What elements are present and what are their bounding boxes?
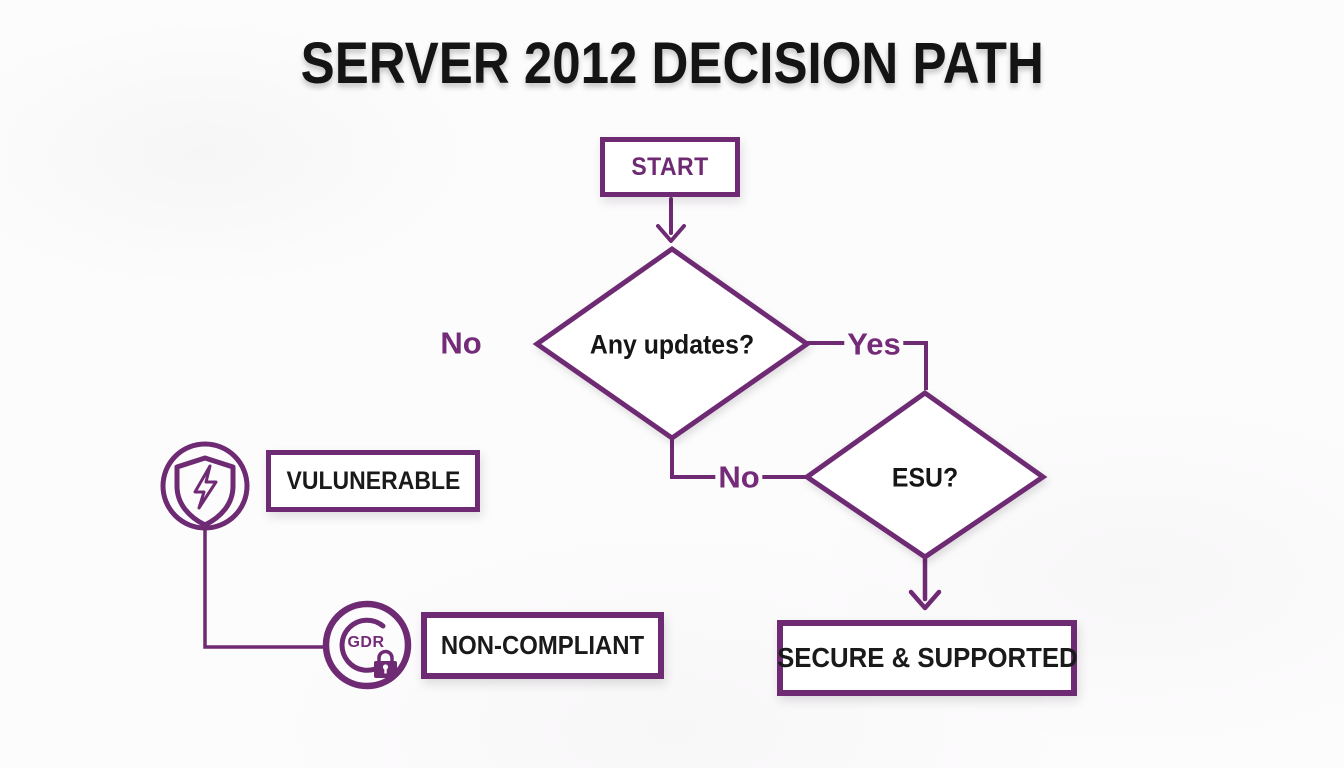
edge-shield-to-gdr [203,529,324,649]
any-updates-label: Any updates? [589,329,755,360]
start-node-label: START [631,152,709,181]
edge-label-no-to-esu: No [715,461,763,493]
gdr-lock-icon [322,600,412,690]
edge-label-yes: Yes [844,328,904,360]
header: SERVER 2012 DECISION PATH [0,30,1344,97]
gdr-icon-label: GDR [347,634,385,651]
edge-label-no-left: No [440,325,482,361]
non-compliant-node-label: NON-COMPLIANT [440,630,645,660]
non-compliant-node: NON-COMPLIANT [421,612,664,679]
decision-esu [802,389,1048,561]
page-title: SERVER 2012 DECISION PATH [300,31,1044,96]
vulnerable-node-label: VULUNERABLE [286,466,460,495]
esu-label: ESU? [891,462,959,493]
edge-start-to-anyupdates [656,197,686,243]
start-node: START [600,137,740,197]
edge-esu-to-secure [908,556,942,611]
vulnerable-node: VULUNERABLE [266,450,480,512]
shield-lightning-icon [160,441,250,531]
secure-supported-node: SECURE & SUPPORTED [777,620,1077,696]
secure-supported-node-label: SECURE & SUPPORTED [776,642,1078,673]
decision-any-updates [532,245,812,442]
